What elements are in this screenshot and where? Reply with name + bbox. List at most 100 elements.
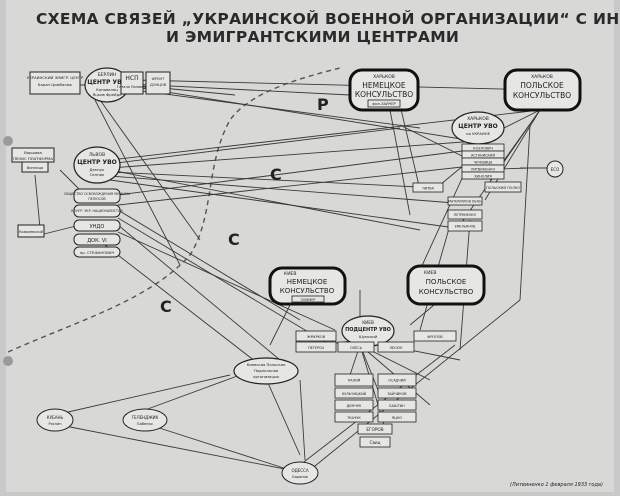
svg-text:ПОДЦЕНТР УВО: ПОДЦЕНТР УВО: [345, 327, 391, 333]
svg-text:Бабенко: Бабенко: [137, 422, 152, 426]
svg-text:Винница: Винница: [27, 166, 43, 170]
svg-text:БАШТИН: БАШТИН: [389, 404, 405, 408]
left-stack: ОБЩЕСТВО ОСВОБОЖДЕНИЯ УКРАИНЫ ПЕЛЮСОВ КО…: [64, 188, 130, 258]
territory-letter-s2: С: [228, 230, 240, 249]
svg-text:ЧЕЧЕВИЦА: ЧЕЧЕВИЦА: [474, 161, 493, 165]
svg-text:Подпольная: Подпольная: [254, 368, 278, 373]
svg-text:ПЕЛЮСОВ: ПЕЛЮСОВ: [88, 197, 105, 201]
kiev-center-node: КИЕВ ПОДЦЕНТР УВО Шумский: [341, 315, 395, 347]
svg-text:Баранов: Баранов: [292, 475, 307, 479]
svg-text:КИЕВ: КИЕВ: [284, 271, 297, 277]
territory-letter-s3: С: [160, 297, 172, 316]
svg-text:АСТАНИСКИЙ: АСТАНИСКИЙ: [471, 153, 495, 158]
svg-text:фон-ЗАЙЧЕР: фон-ЗАЙЧЕР: [372, 101, 396, 106]
svg-text:ЦЕНТР УВО: ЦЕНТР УВО: [458, 123, 498, 130]
eco-node: ЕСО: [546, 160, 564, 178]
svg-text:КИЕВ: КИЕВ: [362, 320, 374, 325]
svg-text:ПОЛЬСКОЕ: ПОЛЬСКОЕ: [426, 278, 467, 286]
gelendzhik-node: ГЕЛЕНДЖИК Бабенко: [122, 408, 168, 432]
svg-text:КОНСУЛЬСТВО: КОНСУЛЬСТВО: [419, 288, 474, 296]
kharkov-center-node: ХАРЬКОВ ЦЕНТР УВО на УКРАИНЕ: [451, 111, 505, 145]
diagram-title-line1: СХЕМА СВЯЗЕЙ „УКРАИНСКОЙ ВОЕННОЙ ОРГАНИЗ…: [36, 10, 620, 28]
territory-letter-r: Р: [317, 95, 329, 114]
svg-text:ЖМУРКОВ: ЖМУРКОВ: [307, 335, 326, 339]
svg-text:КОЗЛОВИЧ: КОЗЛОВИЧ: [473, 147, 493, 151]
svg-text:ЛЬВОВ: ЛЬВОВ: [89, 152, 105, 158]
svg-text:Киевская Польская: Киевская Польская: [247, 362, 286, 367]
kharkov-list: КОЗЛОВИЧ АСТАНИСКИЙ ЧЕЧЕВИЦА ЛИТВИНЕНКО …: [461, 143, 505, 180]
svg-text:НЕМЕЦКОЕ: НЕМЕЦКОЕ: [362, 81, 406, 90]
right-small-boxes: ЛИТВА ПОЛЬСКИЙ ПОЛКО МАТЕРИЯЛОВ ОБЯЗ. ПЕ…: [412, 181, 522, 232]
svg-text:ЕГОРОВ: ЕГОРОВ: [366, 427, 383, 432]
svg-text:ФРОНТ: ФРОНТ: [152, 77, 166, 81]
svg-text:ПЕТРИНЕНКО: ПЕТРИНЕНКО: [454, 213, 477, 217]
svg-text:ПОЛЬСКОЕ: ПОЛЬСКОЕ: [520, 81, 564, 90]
svg-text:КУБАНЬ: КУБАНЬ: [47, 415, 64, 420]
svg-text:ЛИТВА: ЛИТВА: [422, 187, 434, 191]
svg-text:ОСАДЧИЙ: ОСАДЧИЙ: [388, 378, 406, 383]
svg-text:ТКАЧУК: ТКАЧУК: [346, 416, 361, 420]
svg-text:Яцкив Фрейде: Яцкив Фрейде: [93, 92, 123, 97]
svg-text:ЗАЙЧИКОВ: ЗАЙЧИКОВ: [387, 391, 407, 396]
odessa-node: ОДЕССА Баранов: [281, 461, 319, 485]
frontier-line: [7, 67, 341, 353]
svg-text:Шумский: Шумский: [359, 334, 378, 339]
punch-hole-top: [3, 136, 13, 146]
svg-text:Ковалевский: Ковалевский: [19, 230, 43, 234]
ukr-emigr-center-node: УКРАИНСКИЙ ЭМИГР. ЦЕНТР Баран Цимбалюк: [27, 71, 84, 95]
warsaw-front-node: Варшава ПЕНИС ПЛАТФОРМА: [11, 147, 55, 163]
svg-text:ПЕНИС ПЛАТФОРМА: ПЕНИС ПЛАТФОРМА: [13, 156, 53, 161]
lviv-center-node: ЛЬВОВ ЦЕНТР УВО Демчук Сенник: [73, 146, 121, 184]
svg-text:ДОНЦОВ: ДОНЦОВ: [150, 83, 167, 87]
svg-text:УКРАИНСКИЙ ЭМИГР. ЦЕНТР: УКРАИНСКИЙ ЭМИГР. ЦЕНТР: [27, 75, 84, 80]
svg-text:ЕМЕЛЬЯНОВ: ЕМЕЛЬЯНОВ: [455, 225, 476, 229]
svg-text:ХАРЬКОВ: ХАРЬКОВ: [531, 74, 553, 80]
svg-text:УНДО: УНДО: [90, 224, 105, 230]
svg-text:ХИНОЛИЯ: ХИНОЛИЯ: [474, 175, 492, 179]
svg-text:Гатала Паламар: Гатала Паламар: [117, 85, 148, 89]
svg-text:МАТЕРИЯЛОВ ОБЯЗ.: МАТЕРИЯЛОВ ОБЯЗ.: [448, 200, 482, 204]
svg-text:КОНСУЛЬСТВО: КОНСУЛЬСТВО: [280, 287, 335, 295]
svg-text:Варшава: Варшава: [24, 150, 42, 155]
left-small-node: Ковалевский: [17, 224, 45, 238]
kiev-german-consulate-node: КИЕВ НЕМЕЦКОЕ КОНСУЛЬСТВО ЗОММЕР: [268, 266, 347, 306]
svg-text:НЕМЕЦКОЕ: НЕМЕЦКОЕ: [287, 278, 328, 286]
kiev-mid-boxes: ЖМУРКОВ ПЕТЕРСИ ОЛЕСЬ ЛЕСЮК ФРОЛОВ: [295, 330, 457, 353]
svg-text:ДЕМЧУК: ДЕМЧУК: [347, 404, 362, 408]
kuban-node: КУБАНЬ Рослин: [36, 408, 74, 432]
svg-text:пр. СТЕФАНОВИЧ: пр. СТЕФАНОВИЧ: [80, 250, 115, 255]
diagram-title-line2: И ЭМИГРАНТСКИМИ ЦЕНТРАМИ: [166, 28, 460, 46]
svg-text:ХАРЬКОВ: ХАРЬКОВ: [467, 116, 489, 122]
berlin-center-node: БЕРЛИН ЦЕНТР УВО Коновалец Яцкив Фрейде: [84, 67, 130, 103]
svg-text:ОЛЕСЬ: ОЛЕСЬ: [350, 346, 363, 350]
svg-text:Баран Цимбалюк: Баран Цимбалюк: [38, 82, 73, 87]
vinnitsa-node: Винница: [21, 161, 49, 173]
kiev-list-grid: ПАЛИЙ ОСАДЧИЙ КУЛЬЧИЦКИЙ ЗАЙЧИКОВ ДЕМЧУК…: [334, 373, 417, 448]
svg-text:ПОЛЬСКИЙ ПОЛКО: ПОЛЬСКИЙ ПОЛКО: [486, 185, 520, 190]
svg-text:КОНСУЛЬСТВО: КОНСУЛЬСТВО: [355, 90, 413, 99]
svg-text:ХАРЬКОВ: ХАРЬКОВ: [373, 74, 395, 80]
svg-text:Демчук: Демчук: [90, 167, 106, 172]
kharkov-polish-consulate-node: ХАРЬКОВ ПОЛЬСКОЕ КОНСУЛЬСТВО: [503, 68, 582, 112]
svg-text:КОНГР. УКР. НАЦИОНАЛИСТОВ: КОНГР. УКР. НАЦИОНАЛИСТОВ: [71, 209, 122, 213]
svg-text:ПЕТЕРСИ: ПЕТЕРСИ: [308, 346, 324, 350]
kharkov-german-consulate-node: ХАРЬКОВ НЕМЕЦКОЕ КОНСУЛЬСТВО фон-ЗАЙЧЕР: [348, 68, 420, 112]
territory-letter-s1: С: [270, 165, 282, 184]
nsp-node: НСП Гатала Паламар: [117, 71, 148, 95]
svg-text:ЛЕСЮК: ЛЕСЮК: [389, 346, 403, 350]
svg-text:организация: организация: [253, 374, 279, 379]
svg-text:КУЛЬЧИЦКИЙ: КУЛЬЧИЦКИЙ: [342, 391, 367, 396]
nsp-side-node: ФРОНТ ДОНЦОВ: [145, 71, 171, 95]
kiev-polish-consulate-node: КИЕВ ПОЛЬСКОЕ КОНСУЛЬСТВО: [406, 264, 486, 306]
svg-text:ОДЕССА: ОДЕССА: [291, 468, 308, 473]
svg-text:ЦЕНТР УВО: ЦЕНТР УВО: [87, 79, 127, 86]
svg-text:ФРОЛОВ: ФРОЛОВ: [427, 335, 443, 339]
svg-text:БЕРЛИН: БЕРЛИН: [98, 72, 117, 78]
svg-text:ЦЕНТР УВО: ЦЕНТР УВО: [77, 159, 117, 166]
svg-text:КОНСУЛЬСТВО: КОНСУЛЬСТВО: [513, 91, 571, 100]
kiev-polish-underground-node: Киевская Польская Подпольная организация: [233, 357, 299, 385]
punch-hole-bottom: [3, 356, 13, 366]
svg-text:на УКРАИНЕ: на УКРАИНЕ: [466, 131, 491, 136]
